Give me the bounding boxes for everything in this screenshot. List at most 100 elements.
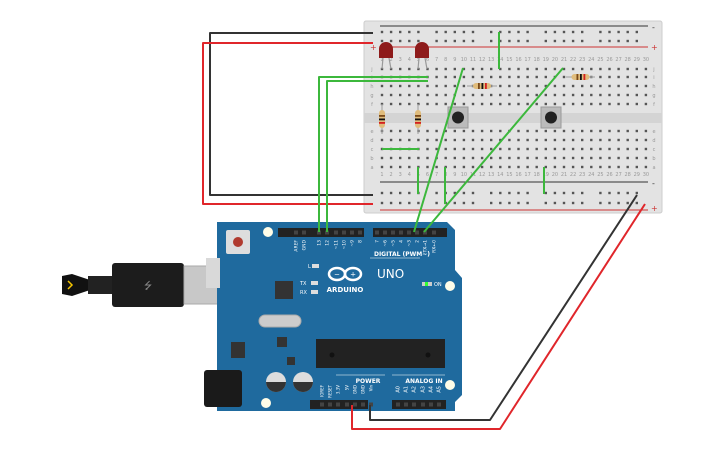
- analog-pin[interactable]: [421, 402, 425, 407]
- breadboard-hole[interactable]: [590, 84, 593, 88]
- breadboard-hole[interactable]: [544, 102, 547, 106]
- breadboard-hole[interactable]: [408, 138, 411, 142]
- breadboard-hole[interactable]: [426, 67, 429, 71]
- breadboard-hole[interactable]: [444, 75, 447, 79]
- rail-hole[interactable]: [562, 39, 566, 43]
- breadboard-hole[interactable]: [435, 102, 438, 106]
- breadboard-hole[interactable]: [626, 102, 629, 106]
- rail-hole[interactable]: [562, 191, 566, 195]
- breadboard-hole[interactable]: [462, 93, 466, 97]
- breadboard-hole[interactable]: [508, 156, 511, 160]
- breadboard-hole[interactable]: [417, 84, 420, 88]
- breadboard-hole[interactable]: [471, 102, 475, 106]
- breadboard-hole[interactable]: [553, 165, 557, 169]
- breadboard-hole[interactable]: [462, 84, 466, 88]
- breadboard-hole[interactable]: [608, 147, 611, 151]
- breadboard-hole[interactable]: [480, 75, 484, 79]
- rail-hole[interactable]: [544, 39, 547, 43]
- breadboard-hole[interactable]: [426, 138, 429, 142]
- breadboard-hole[interactable]: [562, 93, 566, 97]
- breadboard-hole[interactable]: [444, 84, 447, 88]
- rail-hole[interactable]: [617, 30, 620, 34]
- breadboard-hole[interactable]: [644, 129, 648, 133]
- breadboard-hole[interactable]: [635, 84, 638, 88]
- rail-hole[interactable]: [389, 39, 393, 43]
- breadboard-hole[interactable]: [535, 129, 538, 133]
- rail-hole[interactable]: [599, 30, 602, 34]
- breadboard-hole[interactable]: [435, 165, 438, 169]
- breadboard-hole[interactable]: [408, 165, 411, 169]
- breadboard-hole[interactable]: [499, 147, 502, 151]
- breadboard-hole[interactable]: [562, 156, 566, 160]
- breadboard-hole[interactable]: [480, 129, 484, 133]
- rail-hole[interactable]: [399, 30, 402, 34]
- breadboard-hole[interactable]: [517, 75, 520, 79]
- breadboard-hole[interactable]: [553, 129, 557, 133]
- rail-hole[interactable]: [526, 30, 529, 34]
- breadboard-hole[interactable]: [490, 138, 493, 142]
- breadboard-hole[interactable]: [462, 129, 466, 133]
- breadboard-hole[interactable]: [571, 147, 575, 151]
- breadboard-hole[interactable]: [599, 165, 602, 169]
- breadboard-hole[interactable]: [471, 147, 475, 151]
- breadboard-hole[interactable]: [590, 165, 593, 169]
- breadboard-hole[interactable]: [599, 75, 602, 79]
- breadboard-hole[interactable]: [499, 84, 502, 88]
- breadboard-hole[interactable]: [471, 165, 475, 169]
- rail-hole[interactable]: [435, 30, 438, 34]
- resistor-1[interactable]: [379, 104, 385, 134]
- breadboard-hole[interactable]: [480, 102, 484, 106]
- breadboard-hole[interactable]: [408, 156, 411, 160]
- rail-hole[interactable]: [435, 201, 438, 205]
- breadboard-hole[interactable]: [389, 67, 393, 71]
- breadboard-hole[interactable]: [517, 93, 520, 97]
- breadboard-hole[interactable]: [453, 165, 456, 169]
- breadboard-hole[interactable]: [499, 93, 502, 97]
- breadboard-hole[interactable]: [571, 165, 575, 169]
- rail-hole[interactable]: [571, 191, 575, 195]
- breadboard-hole[interactable]: [626, 165, 629, 169]
- rail-hole[interactable]: [635, 201, 638, 205]
- rail-hole[interactable]: [399, 191, 402, 195]
- rail-hole[interactable]: [417, 201, 420, 205]
- rail-hole[interactable]: [581, 39, 584, 43]
- breadboard-hole[interactable]: [626, 67, 629, 71]
- rail-hole[interactable]: [499, 39, 502, 43]
- breadboard-hole[interactable]: [444, 102, 447, 106]
- digital-pin[interactable]: [325, 230, 329, 235]
- rail-hole[interactable]: [408, 201, 411, 205]
- breadboard-hole[interactable]: [553, 67, 557, 71]
- wire-green-pin2[interactable]: [423, 67, 564, 233]
- breadboard-hole[interactable]: [380, 84, 384, 88]
- rail-hole[interactable]: [462, 191, 466, 195]
- power-pin[interactable]: [345, 402, 349, 407]
- rail-hole[interactable]: [508, 30, 511, 34]
- breadboard-hole[interactable]: [508, 147, 511, 151]
- wire-black-gnd[interactable]: [369, 194, 638, 421]
- digital-pin[interactable]: [399, 230, 403, 235]
- rail-hole[interactable]: [635, 39, 638, 43]
- breadboard-hole[interactable]: [635, 138, 638, 142]
- breadboard-hole[interactable]: [426, 102, 429, 106]
- breadboard-hole[interactable]: [444, 138, 447, 142]
- breadboard-hole[interactable]: [399, 67, 402, 71]
- breadboard-hole[interactable]: [453, 102, 456, 106]
- breadboard-hole[interactable]: [480, 147, 484, 151]
- breadboard-hole[interactable]: [635, 147, 638, 151]
- breadboard-hole[interactable]: [435, 93, 438, 97]
- rail-hole[interactable]: [599, 191, 602, 195]
- rail-hole[interactable]: [626, 201, 629, 205]
- breadboard-hole[interactable]: [426, 93, 429, 97]
- breadboard-hole[interactable]: [435, 84, 438, 88]
- breadboard-hole[interactable]: [508, 75, 511, 79]
- breadboard-hole[interactable]: [399, 138, 402, 142]
- breadboard-hole[interactable]: [581, 156, 584, 160]
- breadboard-hole[interactable]: [544, 147, 547, 151]
- rail-hole[interactable]: [553, 39, 557, 43]
- rail-hole[interactable]: [499, 191, 502, 195]
- rail-hole[interactable]: [517, 30, 520, 34]
- rail-hole[interactable]: [617, 191, 620, 195]
- rail-hole[interactable]: [490, 39, 493, 43]
- breadboard-hole[interactable]: [435, 147, 438, 151]
- breadboard-hole[interactable]: [508, 165, 511, 169]
